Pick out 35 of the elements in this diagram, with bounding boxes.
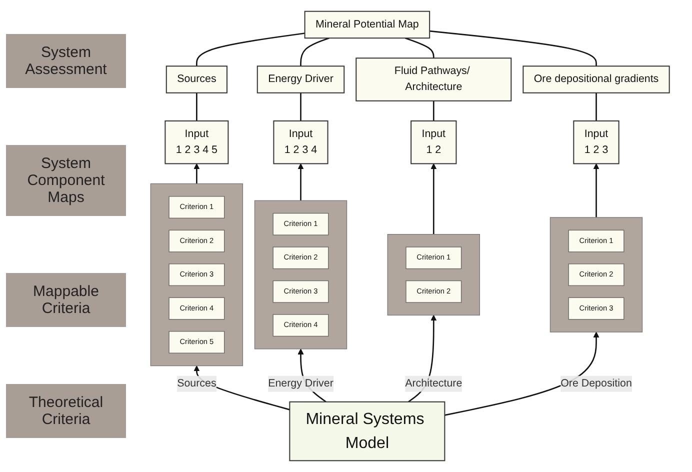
arrow	[430, 163, 437, 234]
node-box: Ore depositional gradients	[522, 66, 670, 94]
connector	[196, 32, 305, 66]
row-heading: Theoretical Criteria	[6, 384, 126, 438]
arrow	[444, 332, 600, 416]
node-box: Energy Driver	[256, 66, 345, 94]
node-box: Fluid Pathways/ Architecture	[356, 58, 512, 102]
cluster	[387, 234, 480, 316]
connector	[432, 100, 434, 121]
edge-label: Sources	[177, 378, 216, 390]
node-box: Mineral Potential Map	[304, 10, 430, 39]
edge-label: Ore Deposition	[560, 378, 632, 390]
node-box: Mineral Systems Model	[289, 401, 446, 462]
node-box: Input 1 2	[410, 120, 457, 164]
connector	[196, 92, 198, 121]
row-heading: Mappable Criteria	[6, 272, 126, 327]
node-box: Input 1 2 3	[573, 120, 620, 164]
arrow	[298, 163, 304, 201]
arrow	[593, 163, 600, 218]
arrow	[194, 163, 200, 184]
row-heading: System Component Maps	[6, 145, 126, 216]
node-box: Input 1 2 3 4	[273, 120, 328, 164]
edge-label: Energy Driver	[268, 378, 334, 390]
connector	[300, 92, 302, 121]
cluster	[254, 200, 348, 350]
cluster	[550, 217, 643, 332]
node-box: Sources	[166, 66, 228, 94]
connector	[596, 92, 597, 121]
cluster	[150, 183, 244, 366]
connector	[300, 37, 330, 66]
connector	[404, 37, 434, 58]
edge-label: Architecture	[405, 378, 462, 390]
connector	[430, 30, 597, 66]
node-box: Input 1 2 3 4 5	[164, 120, 229, 164]
row-heading: System Assessment	[6, 34, 126, 88]
